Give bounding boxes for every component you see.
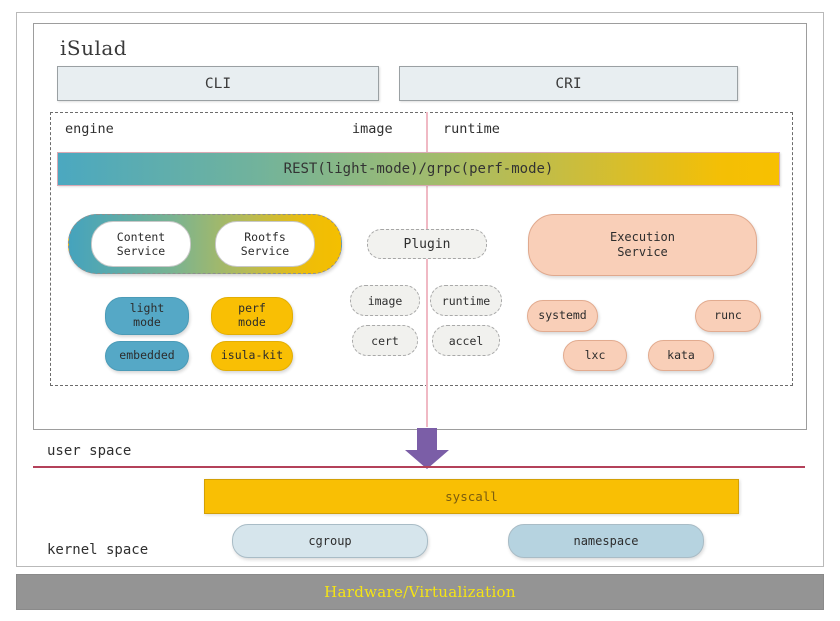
image-column-label: image [352, 121, 393, 137]
namespace-box[interactable]: namespace [508, 524, 704, 558]
lxc-label: lxc [584, 347, 606, 362]
engine-column-label: engine [65, 121, 114, 137]
runtime-column-label: runtime [443, 121, 500, 137]
cri-label: CRI [555, 75, 582, 92]
syscall-bar: syscall [204, 479, 739, 514]
lxc-pill[interactable]: lxc [563, 340, 627, 371]
image-plugin-pill[interactable]: image [350, 285, 420, 316]
syscall-label: syscall [445, 489, 498, 504]
cert-plugin-pill[interactable]: cert [352, 325, 418, 356]
perf-mode-pill[interactable]: perf mode [211, 297, 293, 335]
execution-service-box[interactable]: Execution Service [528, 214, 757, 276]
rest-grpc-bar: REST(light-mode)/grpc(perf-mode) [57, 152, 780, 186]
cri-box[interactable]: CRI [399, 66, 738, 101]
light-mode-line1: light [129, 301, 165, 316]
runtime-plugin-label: runtime [441, 293, 491, 308]
accel-plugin-pill[interactable]: accel [432, 325, 500, 356]
cert-plugin-label: cert [371, 333, 399, 348]
isula-kit-pill[interactable]: isula-kit [211, 341, 293, 371]
runtime-plugin-pill[interactable]: runtime [430, 285, 502, 316]
runc-pill[interactable]: runc [695, 300, 761, 332]
embedded-pill[interactable]: embedded [105, 341, 189, 371]
vertical-divider [426, 112, 428, 427]
content-service-line2: Service [116, 244, 166, 258]
cli-label: CLI [204, 75, 232, 92]
kata-label: kata [667, 347, 695, 362]
content-service-box[interactable]: Content Service [91, 221, 191, 267]
plugin-label: Plugin [403, 236, 451, 252]
rootfs-service-box[interactable]: Rootfs Service [215, 221, 315, 267]
cgroup-box[interactable]: cgroup [232, 524, 428, 558]
rootfs-service-line2: Service [240, 244, 290, 258]
cgroup-label: cgroup [308, 534, 352, 548]
rootfs-service-line1: Rootfs [244, 229, 286, 244]
engine-dashed-container [50, 112, 793, 386]
plugin-capsule[interactable]: Plugin [367, 229, 487, 259]
kata-pill[interactable]: kata [648, 340, 714, 371]
content-service-line1: Content [116, 229, 166, 244]
cli-box[interactable]: CLI [57, 66, 379, 101]
user-kernel-divider [33, 466, 805, 468]
syscall-down-arrow-icon [405, 428, 449, 469]
rest-grpc-label: REST(light-mode)/grpc(perf-mode) [283, 161, 554, 177]
runc-label: runc [714, 308, 742, 323]
light-mode-line2: mode [133, 315, 161, 329]
page-title: iSulad [60, 36, 128, 60]
perf-mode-line1: perf [238, 301, 266, 316]
perf-mode-line2: mode [238, 315, 266, 329]
hardware-virtualization-label: Hardware/Virtualization [324, 583, 516, 601]
image-plugin-label: image [367, 293, 403, 308]
accel-plugin-label: accel [448, 333, 484, 348]
systemd-label: systemd [538, 308, 587, 323]
user-space-label: user space [47, 443, 132, 459]
light-mode-pill[interactable]: light mode [105, 297, 189, 335]
execution-service-line2: Service [617, 245, 668, 259]
isula-kit-label: isula-kit [220, 348, 284, 363]
embedded-label: embedded [119, 348, 175, 363]
hardware-virtualization-bar: Hardware/Virtualization [16, 574, 824, 610]
namespace-label: namespace [573, 534, 639, 548]
systemd-pill[interactable]: systemd [527, 300, 598, 332]
execution-service-line1: Execution [609, 230, 676, 244]
kernel-space-label: kernel space [47, 542, 149, 558]
